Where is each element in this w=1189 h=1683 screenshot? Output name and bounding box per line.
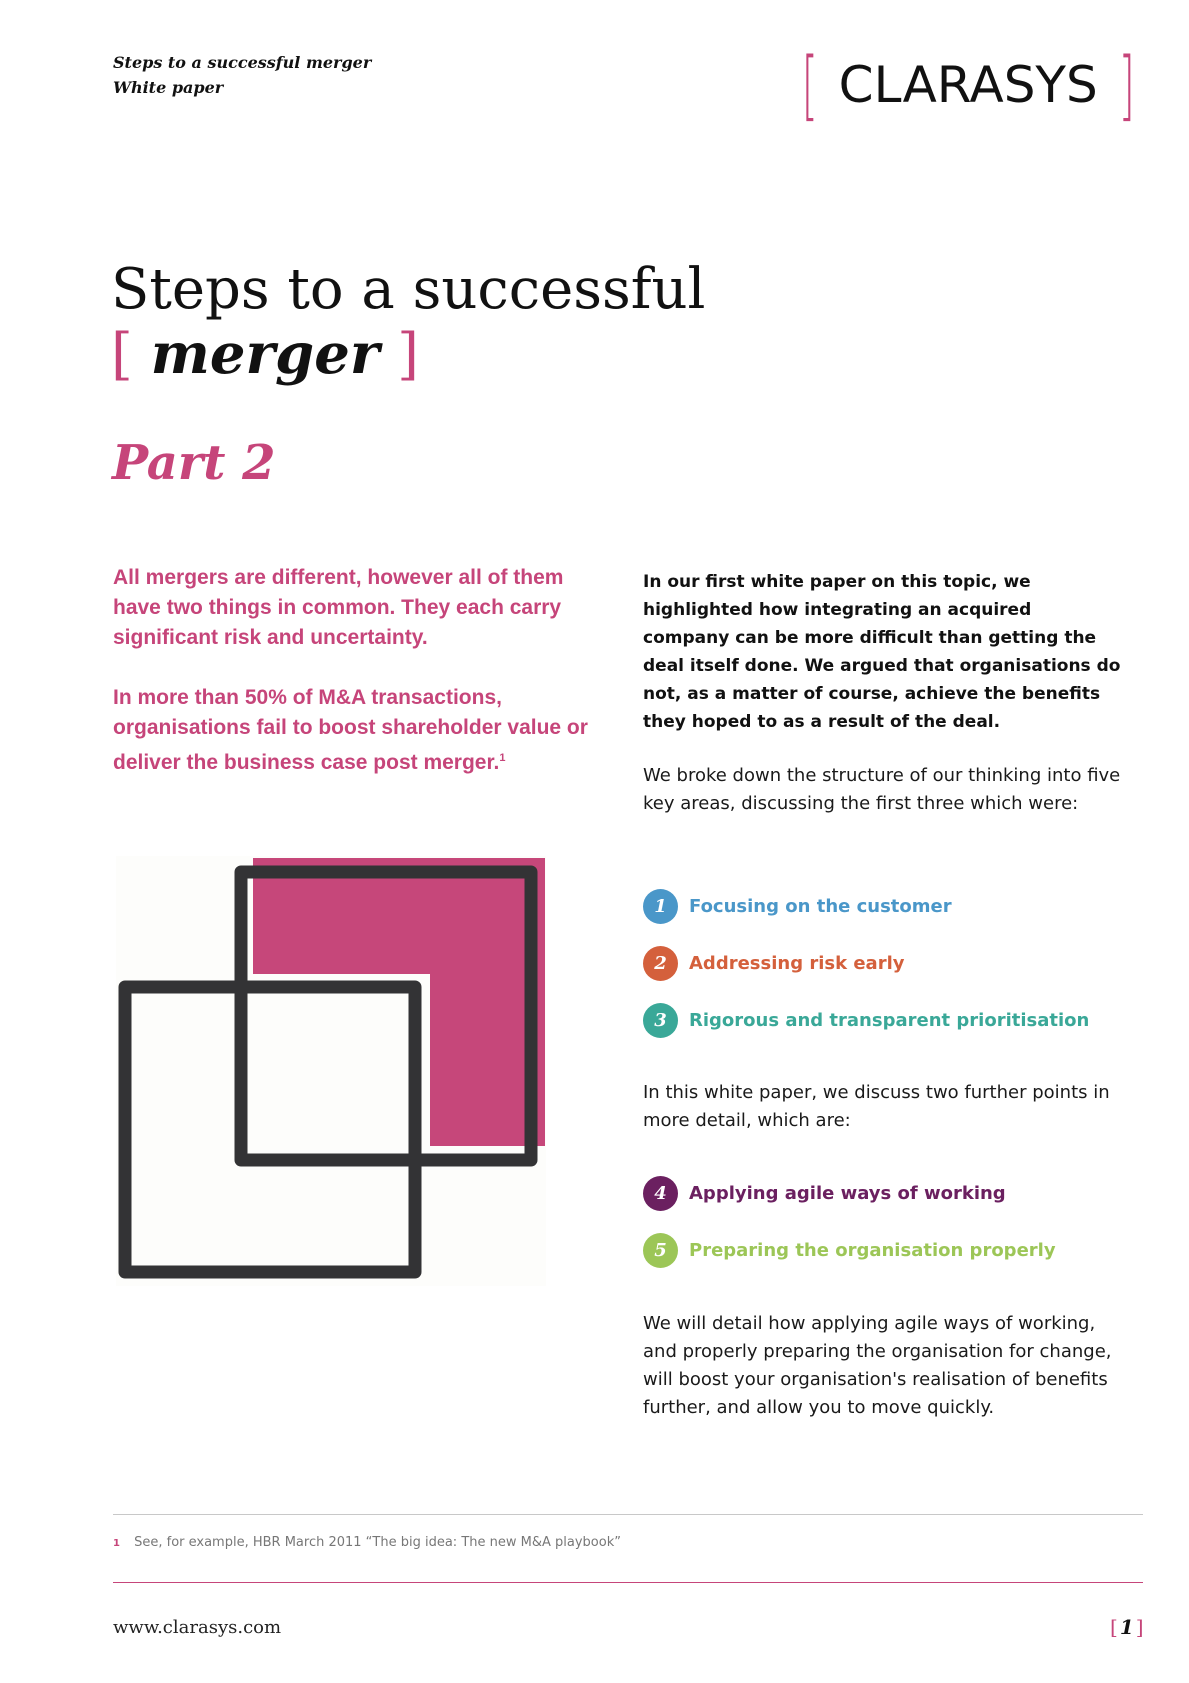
- title-line-2: [ merger ]: [111, 322, 705, 387]
- footnote-number: 1: [113, 1538, 120, 1549]
- first-areas-list: 1 Focusing on the customer 2 Addressing …: [643, 888, 1089, 1038]
- area-label: Preparing the organisation properly: [689, 1239, 1056, 1261]
- lead-paragraph-1: All mergers are different, however all o…: [113, 566, 564, 649]
- logo-bracket-close: ]: [1118, 40, 1135, 129]
- title-emphasis: merger: [150, 321, 380, 387]
- document-title: Steps to a successful merger: [113, 53, 372, 72]
- intro-paragraph: In our first white paper on this topic, …: [643, 572, 1121, 732]
- clarasys-logo: [ CLARASYS ]: [795, 40, 1141, 129]
- lead-text: All mergers are different, however all o…: [113, 563, 593, 808]
- area-item-3: 3 Rigorous and transparent prioritisatio…: [643, 1002, 1089, 1038]
- footnote-text: See, for example, HBR March 2011 “The bi…: [134, 1535, 621, 1550]
- footnote: 1 See, for example, HBR March 2011 “The …: [113, 1535, 621, 1550]
- footer-divider: [113, 1582, 1143, 1583]
- logo-wordmark: CLARASYS: [838, 56, 1098, 114]
- document-header-meta: Steps to a successful merger White paper: [113, 50, 371, 100]
- page-bracket-open: [: [1110, 1615, 1118, 1639]
- lead-paragraph-2-text: In more than 50% of M&A transactions, or…: [113, 686, 588, 774]
- document-type: White paper: [113, 78, 224, 97]
- number-3-icon: 3: [643, 1002, 678, 1038]
- area-label: Rigorous and transparent prioritisation: [689, 1009, 1090, 1031]
- page-title: Steps to a successful [ merger ]: [111, 258, 705, 387]
- footnote-reference[interactable]: 1: [499, 752, 506, 764]
- page-bracket-close: ]: [1135, 1615, 1144, 1639]
- area-item-2: 2 Addressing risk early: [643, 945, 1089, 981]
- area-item-1: 1 Focusing on the customer: [643, 888, 1089, 924]
- area-item-4: 4 Applying agile ways of working: [643, 1175, 1056, 1211]
- number-5-icon: 5: [643, 1232, 678, 1268]
- number-1-icon: 1: [643, 888, 678, 924]
- lead-paragraph-2: In more than 50% of M&A transactions, or…: [113, 683, 593, 778]
- part-label: Part 2: [112, 435, 276, 491]
- further-areas-list: 4 Applying agile ways of working 5 Prepa…: [643, 1175, 1056, 1268]
- title-line-1: Steps to a successful: [111, 257, 706, 322]
- areas-paragraph: We broke down the structure of our think…: [643, 765, 1121, 814]
- page-number-value: 1: [1119, 1615, 1134, 1639]
- title-bracket-close: ]: [397, 322, 420, 387]
- further-paragraph: In this white paper, we discuss two furt…: [643, 1082, 1110, 1131]
- area-item-5: 5 Preparing the organisation properly: [643, 1232, 1056, 1268]
- overlapping-squares-illustration: [116, 856, 546, 1286]
- page-number: [1]: [1110, 1615, 1144, 1639]
- title-bracket-open: [: [111, 322, 133, 387]
- footnote-divider: [113, 1514, 1143, 1515]
- footer-website-link[interactable]: www.clarasys.com: [113, 1617, 282, 1638]
- area-label: Focusing on the customer: [689, 895, 952, 917]
- logo-bracket-open: [: [801, 40, 818, 129]
- area-label: Applying agile ways of working: [689, 1182, 1006, 1204]
- number-2-icon: 2: [643, 945, 678, 981]
- closing-paragraph: We will detail how applying agile ways o…: [643, 1313, 1112, 1418]
- area-label: Addressing risk early: [689, 952, 905, 974]
- number-4-icon: 4: [643, 1175, 678, 1211]
